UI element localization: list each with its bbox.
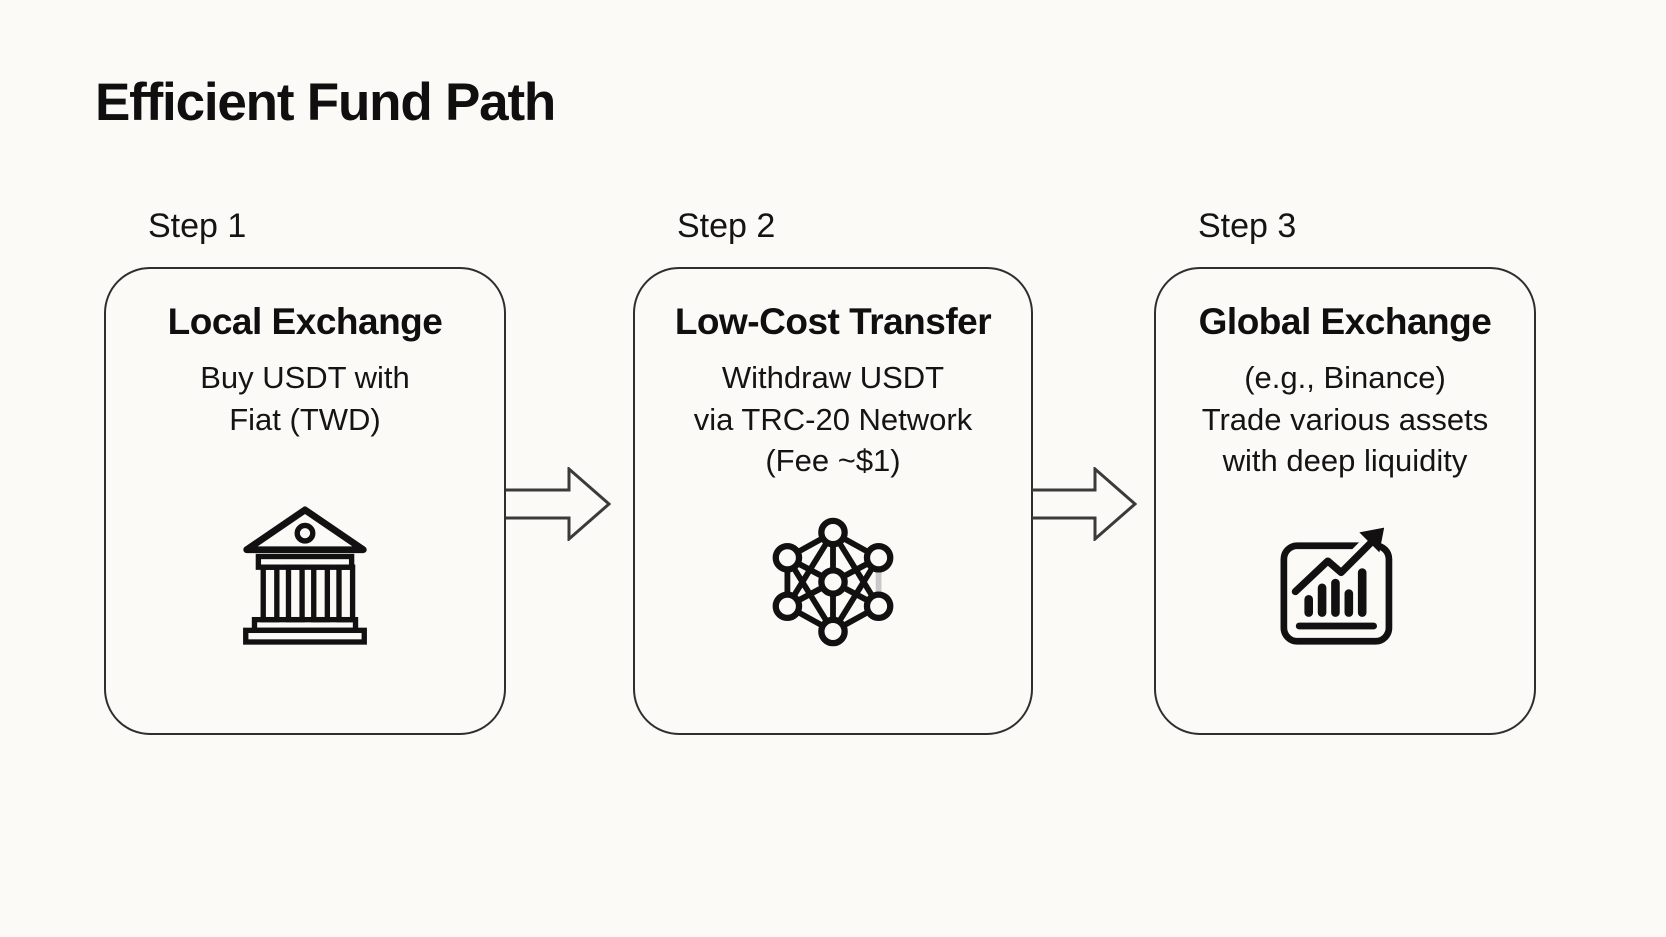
page-title: Efficient Fund Path — [95, 73, 556, 132]
step-column-3: Step 3 Global Exchange (e.g., Binance) T… — [1154, 206, 1536, 735]
step-card-low-cost-transfer: Low-Cost Transfer Withdraw USDT via TRC-… — [633, 266, 1033, 735]
step-description: Buy USDT with Fiat (TWD) — [106, 357, 504, 439]
step-heading: Global Exchange — [1198, 300, 1492, 342]
step-heading: Local Exchange — [167, 300, 443, 342]
step-line: (Fee ~$1) — [765, 442, 901, 478]
network-icon — [768, 517, 898, 647]
flow-arrow-icon — [505, 467, 611, 541]
step-description: (e.g., Binance) Trade various assets wit… — [1156, 357, 1534, 481]
step-label: Step 1 — [148, 207, 247, 245]
step-line: Fiat (TWD) — [229, 401, 381, 437]
step-line: Buy USDT with — [200, 360, 410, 396]
step-line: with deep liquidity — [1222, 442, 1468, 478]
bank-icon — [237, 501, 373, 647]
step-line: via TRC-20 Network — [693, 401, 973, 437]
step-card-global-exchange: Global Exchange (e.g., Binance) Trade va… — [1154, 266, 1536, 735]
step-description: Withdraw USDT via TRC-20 Network (Fee ~$… — [635, 357, 1031, 481]
step-heading: Low-Cost Transfer — [674, 300, 992, 342]
step-column-1: Step 1 Local Exchange Buy USDT with Fiat… — [104, 206, 506, 735]
step-column-2: Step 2 Low-Cost Transfer Withdraw USDT v… — [633, 206, 1033, 735]
step-label: Step 2 — [677, 207, 776, 245]
step-label: Step 3 — [1198, 207, 1297, 245]
step-line: Withdraw USDT — [721, 360, 945, 396]
flow-arrow-icon — [1031, 467, 1137, 541]
step-line: (e.g., Binance) — [1244, 360, 1446, 396]
step-line: Trade various assets — [1201, 401, 1489, 437]
step-card-local-exchange: Local Exchange Buy USDT with Fiat (TWD) — [104, 266, 506, 735]
chart-icon — [1278, 519, 1412, 647]
